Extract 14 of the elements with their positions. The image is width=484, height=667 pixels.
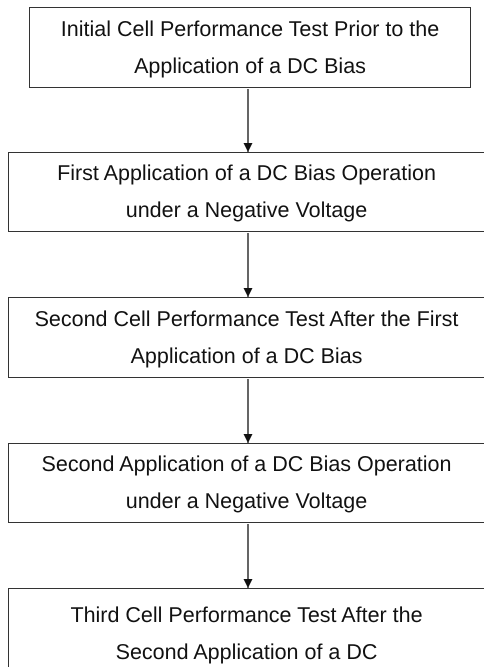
process-box xyxy=(8,297,484,378)
arrow xyxy=(244,379,252,443)
process-box xyxy=(8,152,484,232)
step-text: Second Application of a DC Bias Operation under a Negative Voltage xyxy=(40,451,452,515)
process-box xyxy=(8,443,484,523)
step-text: First Application of a DC Bias Operation under a Negative Voltage xyxy=(56,160,437,224)
step-text: Second Cell Performance Test After the First Application of a DC Bias xyxy=(34,306,460,370)
process-box xyxy=(8,588,484,667)
step-text: Third Cell Performance Test After the Second Application of a DC xyxy=(69,602,424,666)
arrow xyxy=(244,233,252,297)
arrow xyxy=(244,89,252,152)
step-text: Initial Cell Performance Test Prior to the Application of a DC Bias xyxy=(60,16,440,80)
process-box xyxy=(29,7,471,88)
arrow xyxy=(244,524,252,588)
